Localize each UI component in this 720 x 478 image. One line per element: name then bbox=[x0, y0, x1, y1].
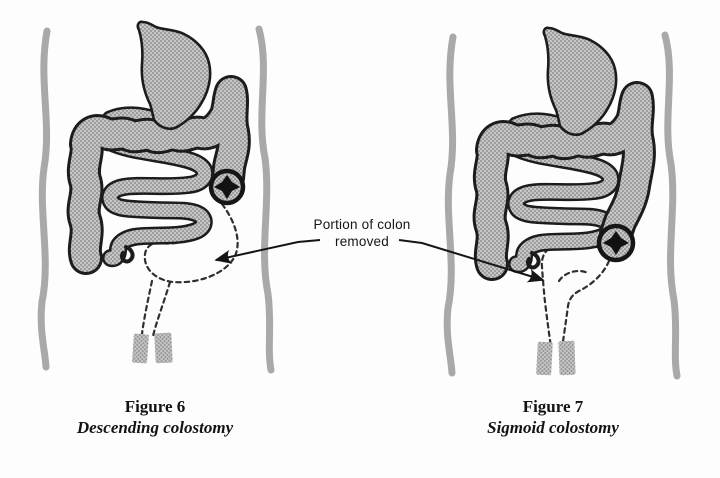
annotation-arrow-right bbox=[398, 239, 545, 283]
annotation-arrow-left bbox=[214, 239, 321, 264]
figure7-illustration bbox=[447, 26, 677, 376]
rectum-dashes bbox=[140, 279, 154, 336]
figure6-caption: Figure 6 Descending colostomy bbox=[45, 396, 265, 438]
colostomy-stoma bbox=[208, 168, 246, 206]
colostomy-stoma bbox=[596, 223, 636, 263]
removed-colon-dashed-outline bbox=[540, 240, 611, 350]
rectum-dashes bbox=[151, 280, 172, 338]
figure6-number: Figure 6 bbox=[124, 397, 186, 416]
figure6-title: Descending colostomy bbox=[76, 418, 234, 437]
figure6-illustration bbox=[41, 20, 271, 370]
colon bbox=[66, 75, 251, 275]
leg-marks bbox=[132, 332, 173, 364]
figure7-caption: Figure 7 Sigmoid colostomy bbox=[443, 396, 663, 438]
figure7-title: Sigmoid colostomy bbox=[487, 418, 619, 437]
stoma-star-icon bbox=[214, 175, 240, 199]
colon bbox=[472, 81, 656, 281]
stoma-star-icon bbox=[603, 231, 629, 255]
rectum-dashes bbox=[560, 259, 611, 350]
annotation-label-line2: removed bbox=[335, 234, 389, 249]
leg-marks bbox=[536, 340, 576, 376]
figure7-number: Figure 7 bbox=[522, 397, 584, 416]
annotation-label: Portion of colon removed bbox=[288, 216, 436, 250]
annotation-label-line1: Portion of colon bbox=[313, 217, 411, 232]
